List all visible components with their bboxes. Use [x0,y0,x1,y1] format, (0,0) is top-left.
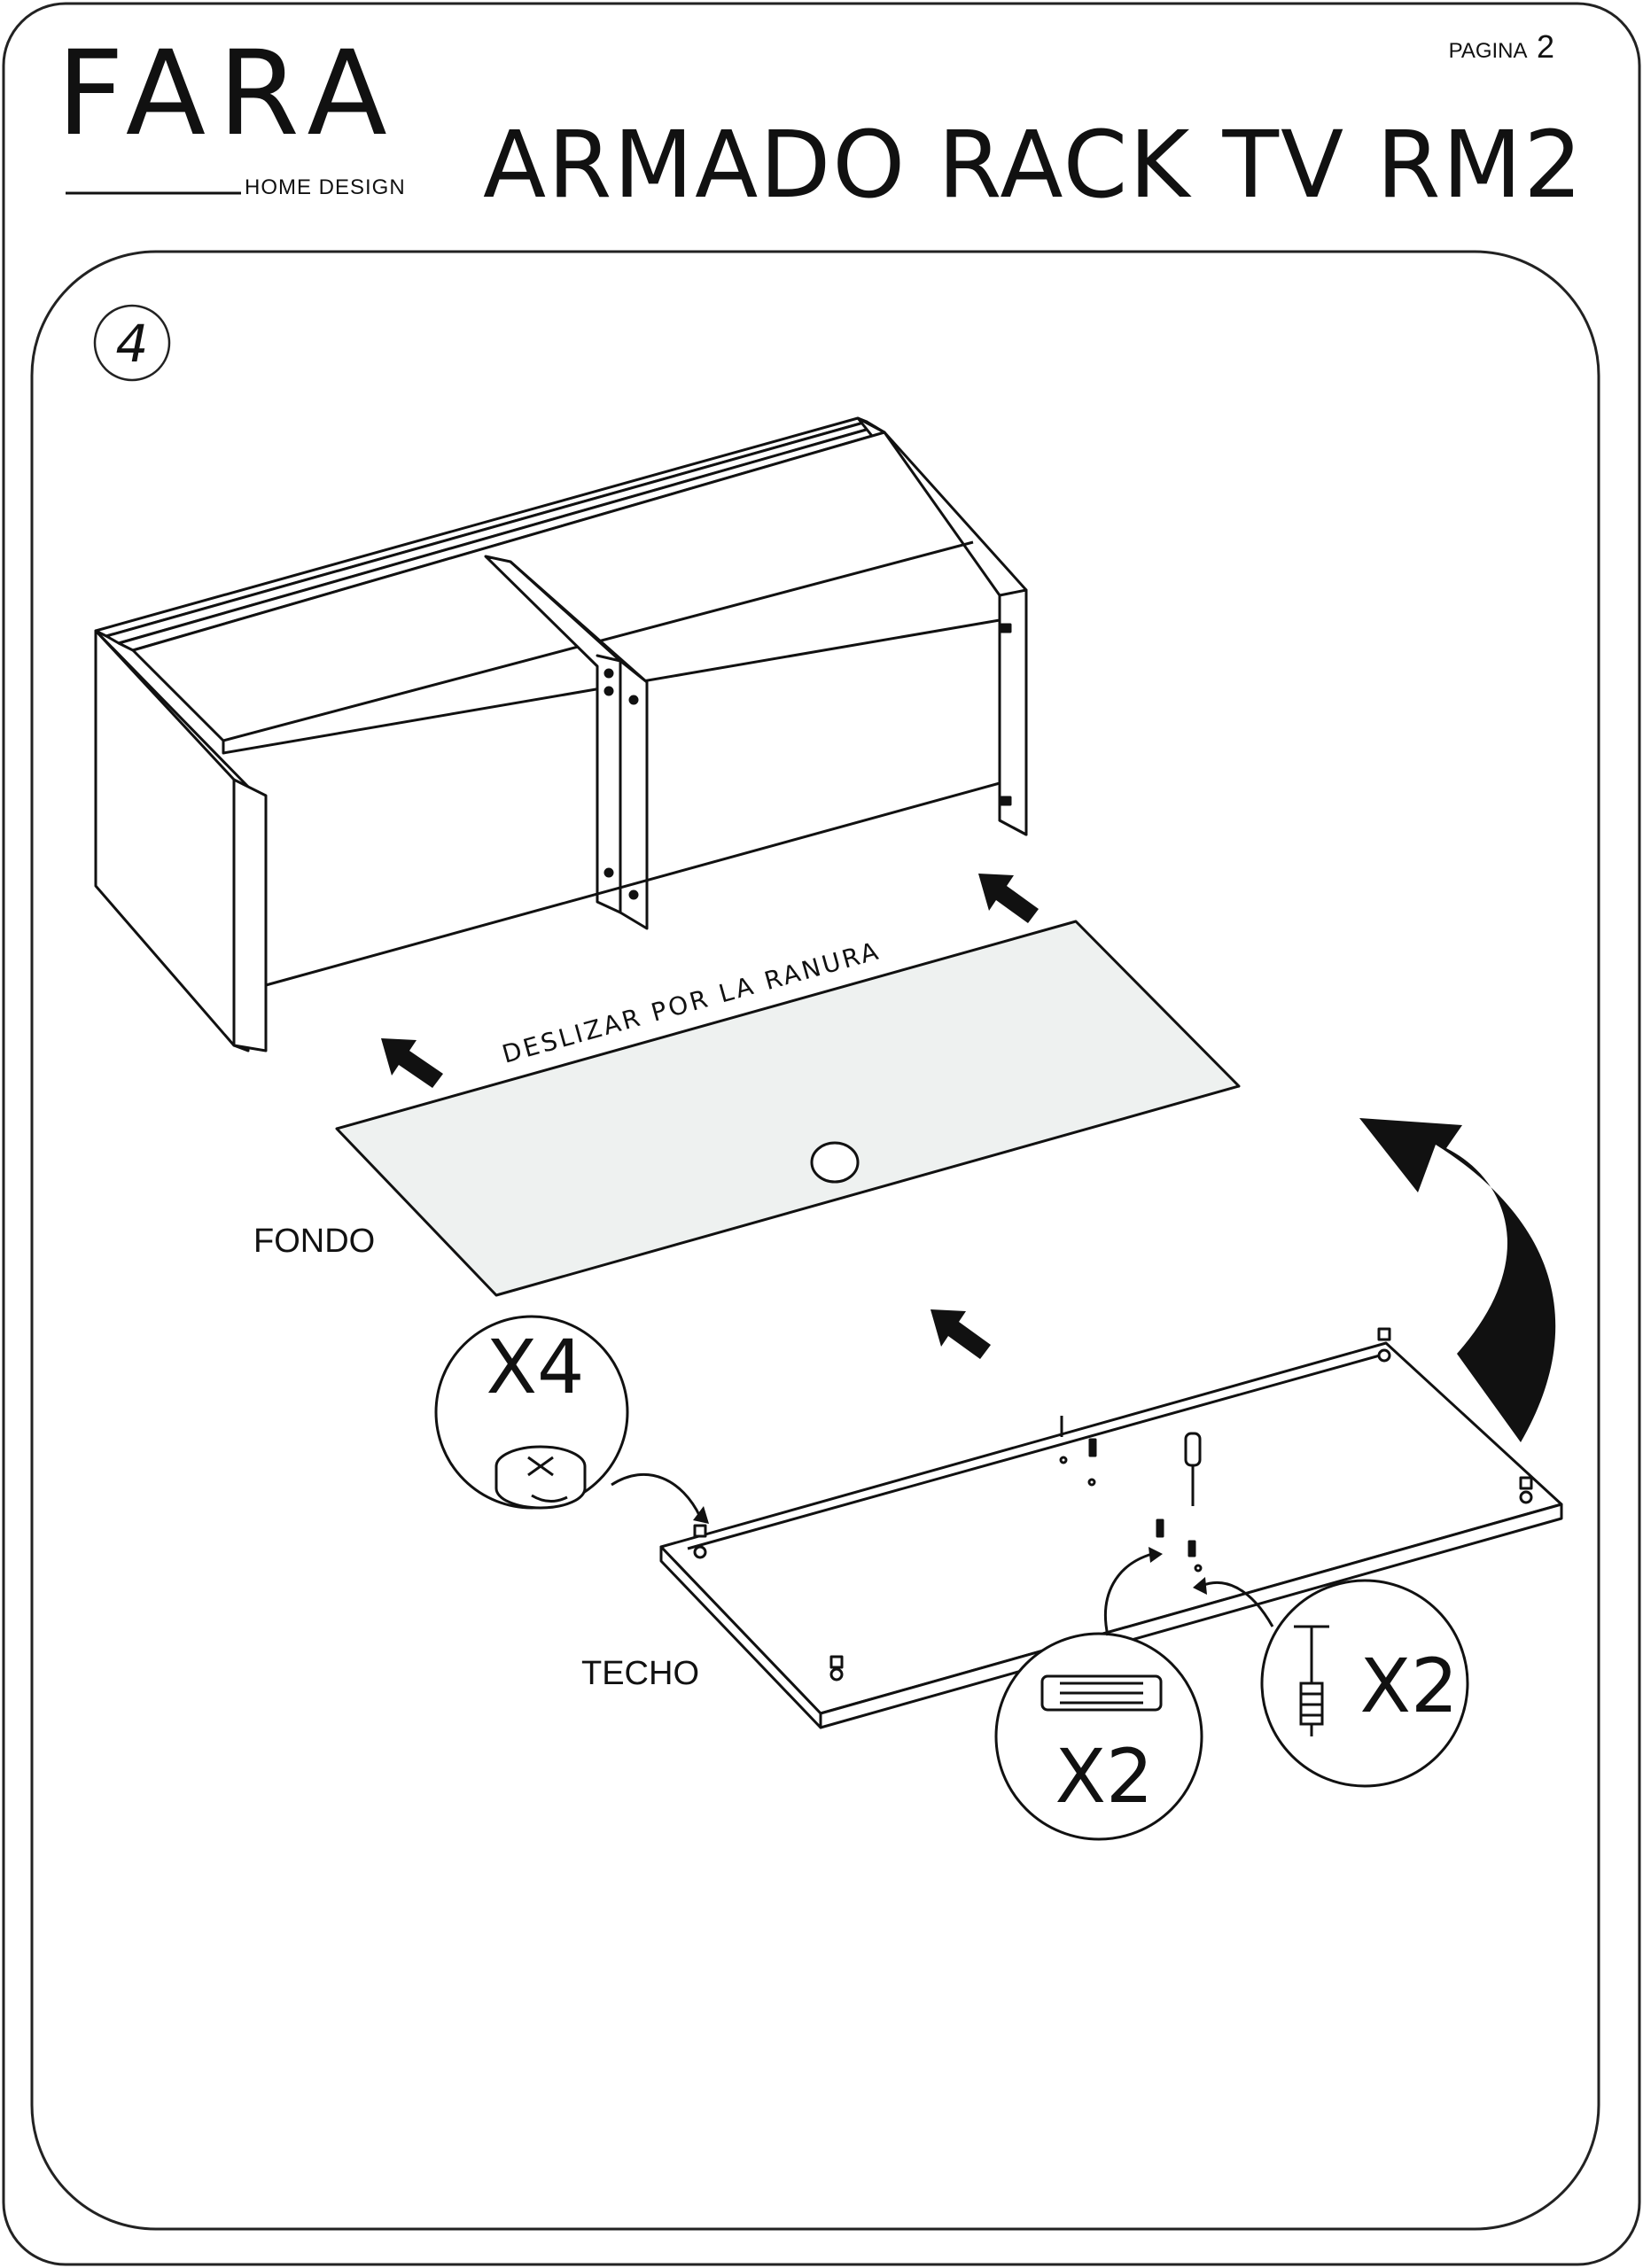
curved-arrow-icon [1359,1118,1556,1442]
brand-logo: FARA [57,26,400,162]
dowel-icon [1040,1674,1163,1712]
arrow-up-left-icon [978,874,1039,923]
callout-pointer-head [1193,1577,1207,1595]
brand-subtitle: HOME DESIGN [245,175,406,199]
bolt-callout [1260,1579,1469,1788]
step-number-circle [93,304,171,382]
bolt-qty: X2 [1360,1643,1459,1729]
arrow-up-left-icon [931,1309,991,1359]
callout-pointer [1103,1552,1153,1636]
callout-pointer [611,1472,702,1518]
arrow-up-left-icon [381,1038,443,1088]
step-number: 4 [116,314,149,374]
cabinet-drawing [94,416,1028,1052]
page-label: PAGINA [1448,39,1528,63]
back-panel [335,920,1241,1297]
callout-pointer [1201,1581,1274,1627]
back-panel-label: FONDO [253,1223,376,1260]
cam-lock-icon [494,1445,587,1510]
cam-lock-qty: X4 [487,1324,585,1410]
bolt-icon [1294,1625,1329,1736]
top-panel-drawing [659,1327,1563,1729]
step-panel [30,250,1600,2231]
arrow-group-upper [381,874,1039,1359]
callout-pointer-head [693,1506,709,1524]
dowel-qty: X2 [1055,1733,1154,1820]
page-title: ARMADO RACK TV RM2 [483,111,1585,219]
cable-hole [810,1141,860,1184]
callout-pointer-head [1149,1547,1163,1563]
page-indicator: PAGINA 2 [1449,28,1554,66]
page-number: 2 [1536,28,1554,65]
top-panel-label: TECHO [581,1655,699,1692]
